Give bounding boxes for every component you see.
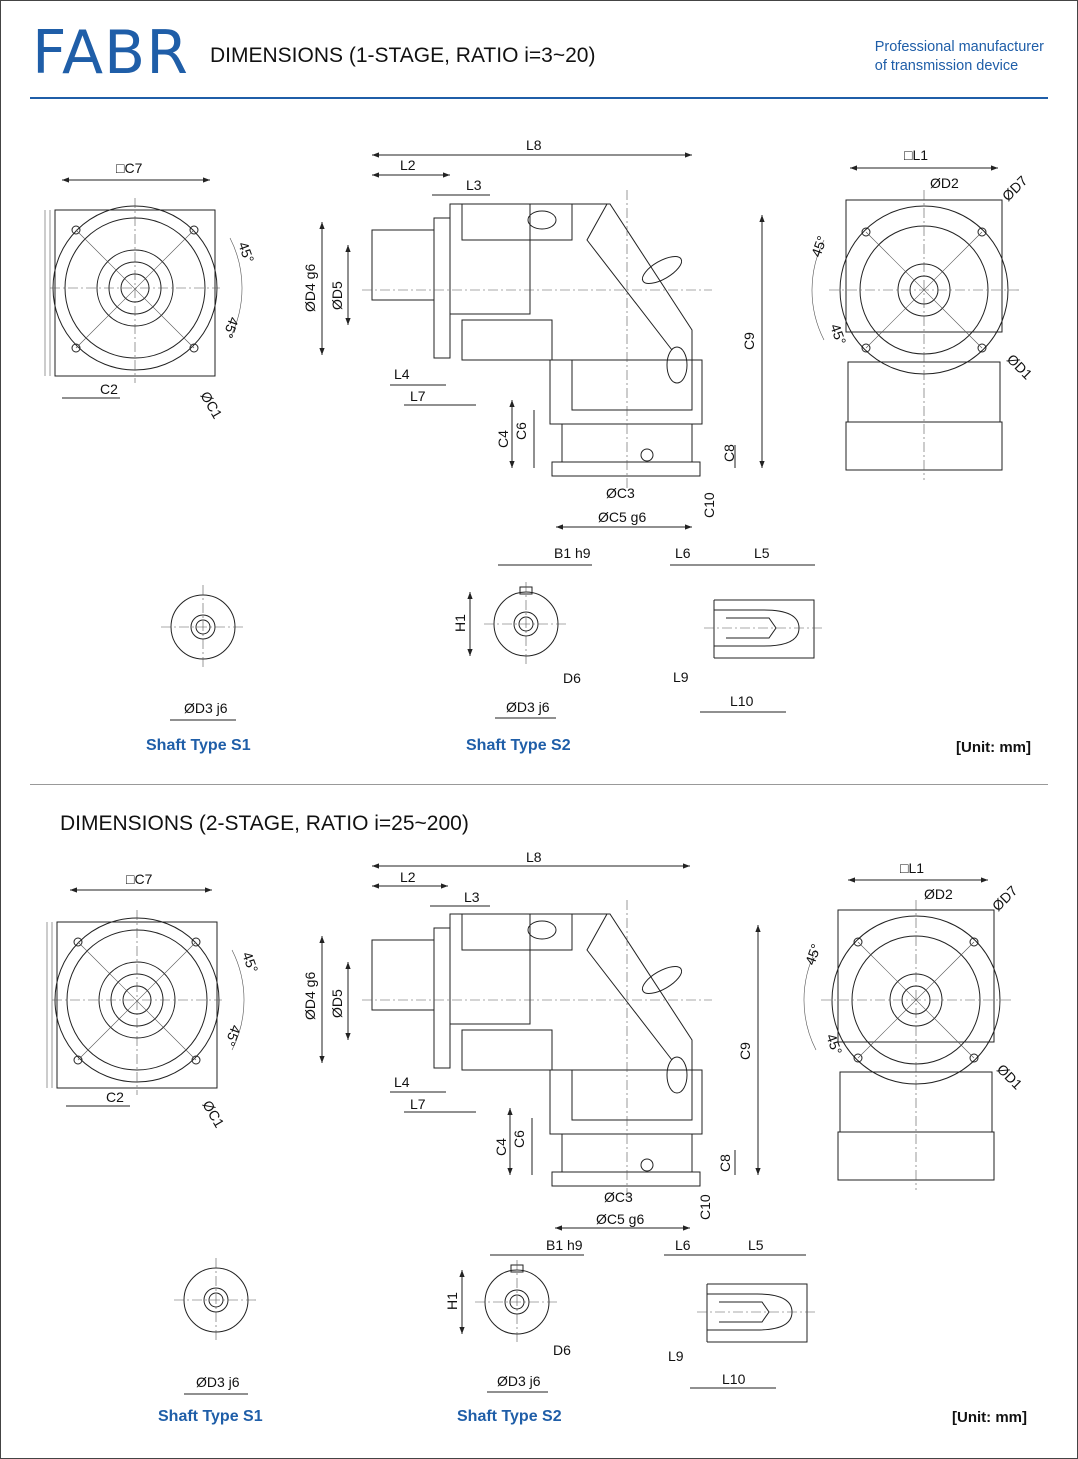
stage2-dim-l7: L7	[410, 1096, 426, 1112]
stage2-dim-d6: D6	[553, 1342, 571, 1358]
stage1-dim-h1: H1	[452, 614, 468, 632]
stage2-dim-c5: ØC5 g6	[596, 1211, 644, 1227]
stage1-main-view	[361, 189, 713, 491]
stage2-dim-45d: 45°	[823, 1032, 845, 1057]
stage2-dim-l2: L2	[400, 869, 416, 885]
stage1-shaft-section	[703, 599, 825, 659]
stage1-dim-l4: L4	[394, 366, 410, 382]
stage1-dim-45b: 45°	[220, 315, 242, 340]
stage2-dim-c4: C4	[493, 1138, 509, 1156]
header-divider	[30, 97, 1048, 99]
stage2-dim-h1: H1	[444, 1292, 460, 1310]
stage1-dim-l6: L6	[675, 545, 691, 561]
stage2-shaft-s2	[474, 1259, 560, 1345]
stage2-dim-d1: ØD1	[994, 1061, 1026, 1093]
stage1-dim-l10: L10	[730, 693, 754, 709]
stage1-dim-l7: L7	[410, 388, 426, 404]
stage1-dim-d4: ØD4 g6	[302, 264, 318, 312]
stage1-dim-c3: ØC3	[606, 485, 635, 501]
stage2-dim-l9: L9	[668, 1348, 684, 1364]
stage2-dim-l6: L6	[675, 1237, 691, 1253]
stage1-title: DIMENSIONS (1-STAGE, RATIO i=3~20)	[210, 44, 596, 67]
stage2-dim-d2: ØD2	[924, 886, 953, 902]
stage1-dim-d3-s2: ØD3 j6	[506, 699, 550, 715]
stage2-dim-l4: L4	[394, 1074, 410, 1090]
stage1-dim-c2: C2	[100, 381, 118, 397]
stage1-shaft-s1	[160, 584, 246, 670]
stage2-dim-b1: B1 h9	[546, 1237, 583, 1253]
stage2-dim-l3: L3	[464, 889, 480, 905]
unit-note-1: [Unit: mm]	[956, 739, 1031, 756]
stage1-dim-d7: ØD7	[999, 172, 1031, 204]
stage1-dim-c6: C6	[513, 422, 529, 440]
stage2-dim-45c: 45°	[802, 942, 824, 967]
stage1-dim-l8: L8	[526, 137, 542, 153]
stage1-dim-b1: B1 h9	[554, 545, 591, 561]
stage2-dim-c1: ØC1	[199, 1098, 227, 1131]
stage2-dim-l1: □L1	[900, 860, 924, 876]
tagline: Professional manufacturer of transmissio…	[875, 38, 1044, 76]
stage1-dim-d2: ØD2	[930, 175, 959, 191]
stage1-dim-c5: ØC5 g6	[598, 509, 646, 525]
stage2-dim-c8: C8	[717, 1154, 733, 1172]
stage1-shaft-s2	[483, 581, 569, 667]
stage1-dim-c9: C9	[741, 332, 757, 350]
stage2-dim-c3: ØC3	[604, 1189, 633, 1205]
shaft-type-s2-caption-1: Shaft Type S2	[466, 737, 571, 754]
stage2-dim-d5: ØD5	[329, 989, 345, 1018]
stage1-dim-c4: C4	[495, 430, 511, 448]
stage2-dim-c10: C10	[697, 1194, 713, 1220]
stage1-dim-l5: L5	[754, 545, 770, 561]
stage2-shaft-s1	[173, 1257, 259, 1343]
stage2-dim-l8: L8	[526, 849, 542, 865]
stage1-dim-d1: ØD1	[1004, 351, 1036, 383]
stage2-dim-d7: ØD7	[989, 882, 1021, 914]
shaft-type-s1-caption-1: Shaft Type S1	[146, 737, 251, 754]
stage2-title: DIMENSIONS (2-STAGE, RATIO i=25~200)	[60, 812, 469, 835]
stage2-dim-45b: 45°	[222, 1023, 244, 1048]
section-divider	[30, 784, 1048, 785]
stage1-dim-c10: C10	[701, 492, 717, 518]
stage2-dim-d4: ØD4 g6	[302, 972, 318, 1020]
stage1-dim-45c: 45°	[808, 234, 830, 259]
tagline-line-2: of transmission device	[874, 58, 1019, 74]
stage2-dim-c6: C6	[511, 1130, 527, 1148]
stage2-shaft-section	[696, 1283, 818, 1343]
stage1-dim-c7: □C7	[116, 160, 143, 176]
stage2-dim-c9: C9	[737, 1042, 753, 1060]
shaft-type-s2-caption-2: Shaft Type S2	[457, 1408, 562, 1425]
stage1-dim-l3: L3	[466, 177, 482, 193]
stage1-dim-l1: □L1	[904, 147, 928, 163]
stage1-dim-l9: L9	[673, 669, 689, 685]
stage2-dim-45a: 45°	[239, 950, 261, 975]
stage2-dim-d3-s2: ØD3 j6	[497, 1373, 541, 1389]
stage1-dim-45a: 45°	[235, 240, 257, 265]
stage2-dim-c2: C2	[106, 1089, 124, 1105]
stage1-dim-c1: ØC1	[197, 389, 225, 422]
stage1-dim-45d: 45°	[827, 322, 849, 347]
stage2-dim-d3-s1: ØD3 j6	[196, 1374, 240, 1390]
stage1-dim-l2: L2	[400, 157, 416, 173]
unit-note-2: [Unit: mm]	[952, 1409, 1027, 1426]
stage2-main-view	[361, 899, 713, 1201]
tagline-line-1: Professional manufacturer	[874, 39, 1044, 55]
stage2-dim-l5: L5	[748, 1237, 764, 1253]
shaft-type-s1-caption-2: Shaft Type S1	[158, 1408, 263, 1425]
stage1-dim-d5: ØD5	[329, 281, 345, 310]
stage2-left-view	[46, 909, 245, 1096]
brand-logo: FABR	[32, 18, 189, 88]
stage1-dim-d6: D6	[563, 670, 581, 686]
stage2-dim-l10: L10	[722, 1371, 746, 1387]
stage1-left-view	[44, 197, 243, 384]
stage1-dim-d3-s1: ØD3 j6	[184, 700, 228, 716]
stage2-dim-c7: □C7	[126, 871, 153, 887]
stage1-dim-c8: C8	[721, 444, 737, 462]
